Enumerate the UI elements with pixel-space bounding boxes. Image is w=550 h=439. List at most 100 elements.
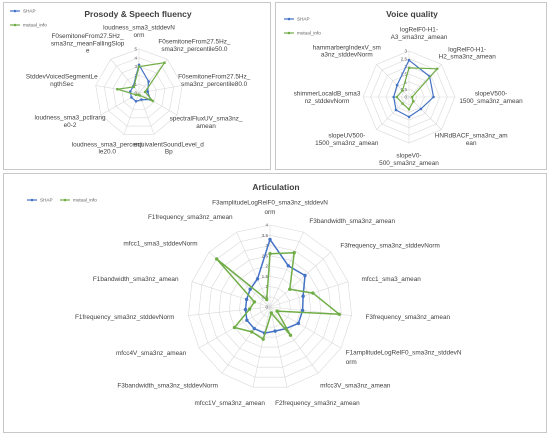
data-point-mutual-info [268,252,272,256]
data-point-shap [268,237,272,242]
data-point-shap [243,307,248,312]
data-point-shap [146,90,149,93]
data-point-mutual-info [132,85,136,89]
tick-label: 1.5 [401,72,408,77]
data-point-mutual-info [215,257,219,261]
data-point-shap [273,329,277,333]
legend-label-shap: SHAP [297,17,310,22]
tick-label: 2 [265,264,268,269]
tick-label: 0.5 [262,294,269,299]
voice-quality-radar-chart: Voice quality SHAP mutual_info 00.511.52… [284,9,523,167]
data-point-shap [296,321,301,326]
legend: SHAP mutual_info [27,198,97,203]
gridline [239,275,301,338]
tick-label: 0 [134,91,137,96]
axis-label: F1bandwidth_sma3nz_amean [93,276,179,283]
axis-label: F1frequency_sma3nz_amean [148,214,233,221]
axis-spoke [138,92,178,116]
tick-label: 4 [134,55,137,60]
data-point-shap [286,264,290,268]
axis-spoke [252,306,271,388]
axis-spoke [191,281,271,308]
axis-label: F0semitoneFrom27.5Hz_sma3nz_meanFallingS… [51,33,125,55]
legend-marker-shap [287,17,291,21]
data-point-shap [140,98,143,101]
axis-spoke [123,92,140,135]
data-point-mutual-info [407,108,411,111]
axis-label: logRelF0-H1-H2_sma3nz_amean [439,46,497,60]
tick-label: 1 [404,79,407,84]
tick-label: 3 [134,64,137,69]
gridline [228,265,312,348]
tick-label: 4 [265,223,268,228]
data-point-mutual-info [116,87,119,91]
prosody-radar-chart: Prosody & Speech fluency SHAP mutual_inf… [10,9,251,156]
tick-label: 3 [265,243,268,248]
data-point-shap [248,287,252,291]
data-point-mutual-info [337,312,341,316]
legend-label-shap: SHAP [23,9,36,14]
data-point-mutual-info [275,309,279,313]
gridline [95,48,183,135]
data-point-mutual-info [269,311,273,315]
data-point-mutual-info [137,93,140,96]
data-point-mutual-info [401,89,404,92]
tick-label: 5 [134,47,137,52]
axis-label: logRelF0-H1-A3_sma3nz_amean [391,27,448,41]
data-point-mutual-info [261,337,265,341]
legend-marker-shap [30,198,34,202]
tick-label: 0.5 [401,87,408,92]
tick-label: 2.5 [401,56,408,61]
data-point-mutual-info [250,330,254,334]
data-point-mutual-info [163,61,166,64]
data-point-shap [245,318,249,322]
data-point-shap [432,95,435,99]
data-point-mutual-info [151,99,154,103]
axis-label: F3frequency_sma3nz_stddevNorm [340,243,439,250]
data-point-shap [303,273,307,278]
axis-label: mfcc1V_sma3nz_amean [195,400,266,407]
legend: SHAP mutual_info [284,17,321,36]
tick-label: 1.5 [262,274,269,279]
axis-spoke [100,92,140,116]
axis-spoke [269,251,332,308]
data-point-shap [255,277,260,281]
data-point-mutual-info [265,297,269,302]
legend-marker-mutual-info [63,198,67,202]
data-point-shap [147,80,150,83]
axis-spoke [269,306,342,349]
axis-label: slopeUV500-1500_sma3nz_amean [315,133,379,147]
axis-spoke [269,306,319,374]
data-point-mutual-info [134,93,138,97]
axis-spoke [269,281,349,308]
legend-label-mutual-info: mutual_info [73,198,97,203]
data-point-shap [129,90,132,93]
legend-label-mutual-info: mutual_info [297,31,321,36]
data-point-mutual-info [395,95,398,99]
data-point-mutual-info [288,287,292,291]
axis-spoke [236,231,271,308]
data-point-shap [395,83,399,87]
data-point-mutual-info [137,65,141,68]
prosody-panel: Prosody & Speech fluency SHAP mutual_inf… [3,2,271,170]
data-point-mutual-info [435,67,439,71]
data-point-shap [137,63,141,67]
data-point-shap [300,308,305,313]
axis-label: F0semitoneFrom27.5Hz_sma3nz_percentile80… [178,74,251,88]
axis-label: slopeV0-500_sma3nz_amean [379,153,439,167]
data-point-mutual-info [143,90,147,94]
axis-label: slopeV500-1500_sma3nz_amean [459,91,523,105]
data-point-mutual-info [311,291,315,295]
gridline [249,286,291,328]
data-point-mutual-info [410,95,414,99]
tick-label: 1 [134,82,137,87]
legend-label-mutual-info: mutual_info [23,23,47,28]
gridline [198,234,342,378]
axis-label: mfcc4V_sma3nz_amean [116,350,187,357]
data-point-mutual-info [288,333,293,337]
